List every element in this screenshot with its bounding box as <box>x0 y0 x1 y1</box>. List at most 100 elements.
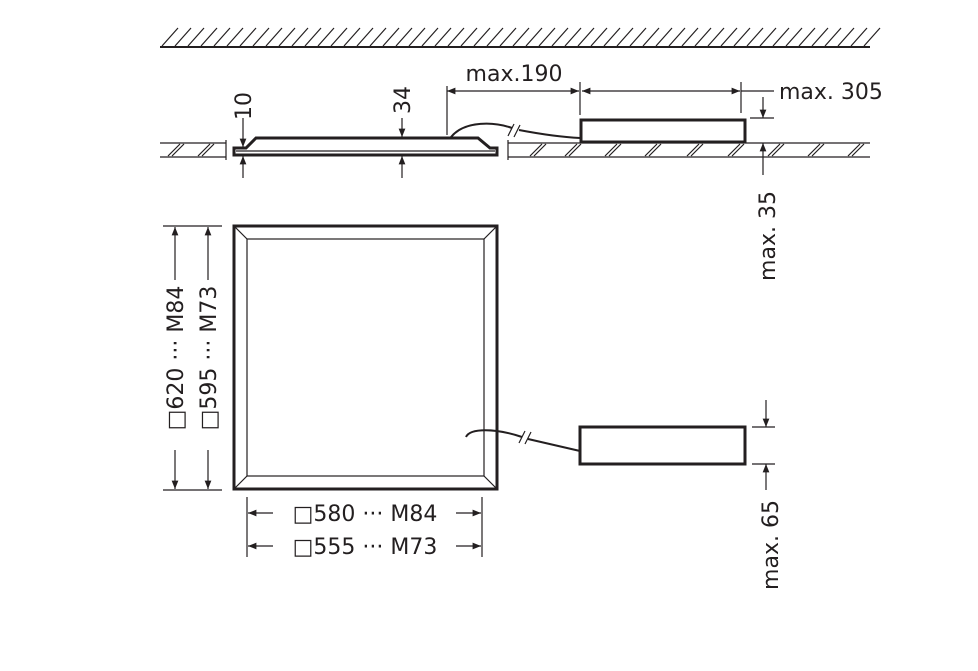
hatch-line <box>252 27 270 47</box>
dim-driver-length: max. 305 <box>582 80 883 113</box>
dim-driver-width: max. 65 <box>752 400 784 590</box>
hatch-line <box>356 27 374 47</box>
hatch-line <box>174 27 192 47</box>
dim-inner-width-label: □555 ··· M73 <box>293 535 438 560</box>
hatch-line <box>421 27 439 47</box>
hatch-line <box>473 27 491 47</box>
hatch-line <box>727 143 741 157</box>
hatch-line <box>642 27 660 47</box>
hatch-line <box>811 143 825 157</box>
hatch-line <box>213 27 231 47</box>
dim-driver-length-label: max. 305 <box>779 80 883 105</box>
hatch-line <box>408 27 426 47</box>
dim-body-height: 34 <box>391 86 416 178</box>
hatch-line <box>604 143 618 157</box>
hatch-line <box>807 143 821 157</box>
driver-section <box>579 118 747 144</box>
hatch-line <box>690 143 704 157</box>
hatch-line <box>837 27 855 47</box>
hatch-line <box>551 27 569 47</box>
dim-outer-height: □620 ··· M84 <box>163 225 222 491</box>
suspended-ceiling <box>160 140 870 160</box>
dim-cable-length: max.190 <box>446 62 581 135</box>
hatch-line <box>525 27 543 47</box>
dim-driver-width-label: max. 65 <box>759 500 784 590</box>
hatch-line <box>608 143 622 157</box>
hatch-line <box>369 27 387 47</box>
dim-driver-height: max. 35 <box>750 97 781 281</box>
hatch-line <box>447 27 465 47</box>
hatch-line <box>746 27 764 47</box>
hatch-line <box>499 27 517 47</box>
hatch-line <box>759 27 777 47</box>
hatch-line <box>226 27 244 47</box>
dim-outer-height-label: □620 ··· M84 <box>164 286 189 431</box>
hatch-line <box>850 27 868 47</box>
hatch-line <box>616 27 634 47</box>
hatch-line <box>529 143 543 157</box>
hatch-line <box>686 143 700 157</box>
hatch-line <box>343 27 361 47</box>
hatch-line <box>771 143 785 157</box>
luminaire-section <box>232 136 499 157</box>
hatch-line <box>590 27 608 47</box>
hatch-line <box>648 143 662 157</box>
hatch-line <box>200 27 218 47</box>
dim-outer-width: □580 ··· M84 <box>246 497 483 557</box>
dim-flange-height: 10 <box>232 92 257 178</box>
hatch-line <box>434 27 452 47</box>
hatch-line <box>330 27 348 47</box>
hatch-line <box>460 27 478 47</box>
hatch-line <box>538 27 556 47</box>
hatch-line <box>564 27 582 47</box>
dim-inner-height-label: □595 ··· M73 <box>197 286 222 431</box>
hatch-line <box>197 143 211 157</box>
hatch-line <box>382 27 400 47</box>
hatch-line <box>533 143 547 157</box>
hatch-line <box>851 143 865 157</box>
hatch-line <box>568 143 582 157</box>
cable-section <box>450 122 581 139</box>
hatch-line <box>603 27 621 47</box>
dim-outer-width-label: □580 ··· M84 <box>293 502 438 527</box>
hatch-line <box>577 27 595 47</box>
dim-flange-height-label: 10 <box>232 92 257 120</box>
dim-inner-width: □555 ··· M73 <box>248 535 481 560</box>
hatch-line <box>201 143 215 157</box>
hatch-line <box>564 143 578 157</box>
hatch-line <box>239 27 257 47</box>
hatch-line <box>824 27 842 47</box>
hatch-line <box>847 143 861 157</box>
hatch-line <box>811 27 829 47</box>
hatch-line <box>707 27 725 47</box>
hatch-line <box>317 27 335 47</box>
hatch-line <box>167 143 181 157</box>
hatch-line <box>486 27 504 47</box>
hatch-line <box>395 27 413 47</box>
hatch-line <box>655 27 673 47</box>
hatch-line <box>798 27 816 47</box>
dim-cable-length-label: max.190 <box>466 62 563 87</box>
hatch-line <box>161 27 179 47</box>
dim-body-height-label: 34 <box>391 86 416 114</box>
hatch-line <box>644 143 658 157</box>
hatch-line <box>629 27 647 47</box>
ceiling-slab <box>160 27 881 48</box>
dim-driver-height-label: max. 35 <box>756 191 781 281</box>
hatch-line <box>278 27 296 47</box>
hatch-line <box>694 27 712 47</box>
hatch-line <box>772 27 790 47</box>
hatch-line <box>512 27 530 47</box>
hatch-line <box>187 27 205 47</box>
hatch-line <box>681 27 699 47</box>
hatch-line <box>785 27 803 47</box>
hatch-line <box>720 27 738 47</box>
driver-plan <box>578 425 747 466</box>
hatch-line <box>265 27 283 47</box>
hatch-line <box>171 143 185 157</box>
hatch-line <box>291 27 309 47</box>
hatch-line <box>304 27 322 47</box>
luminaire-plan <box>232 224 499 491</box>
